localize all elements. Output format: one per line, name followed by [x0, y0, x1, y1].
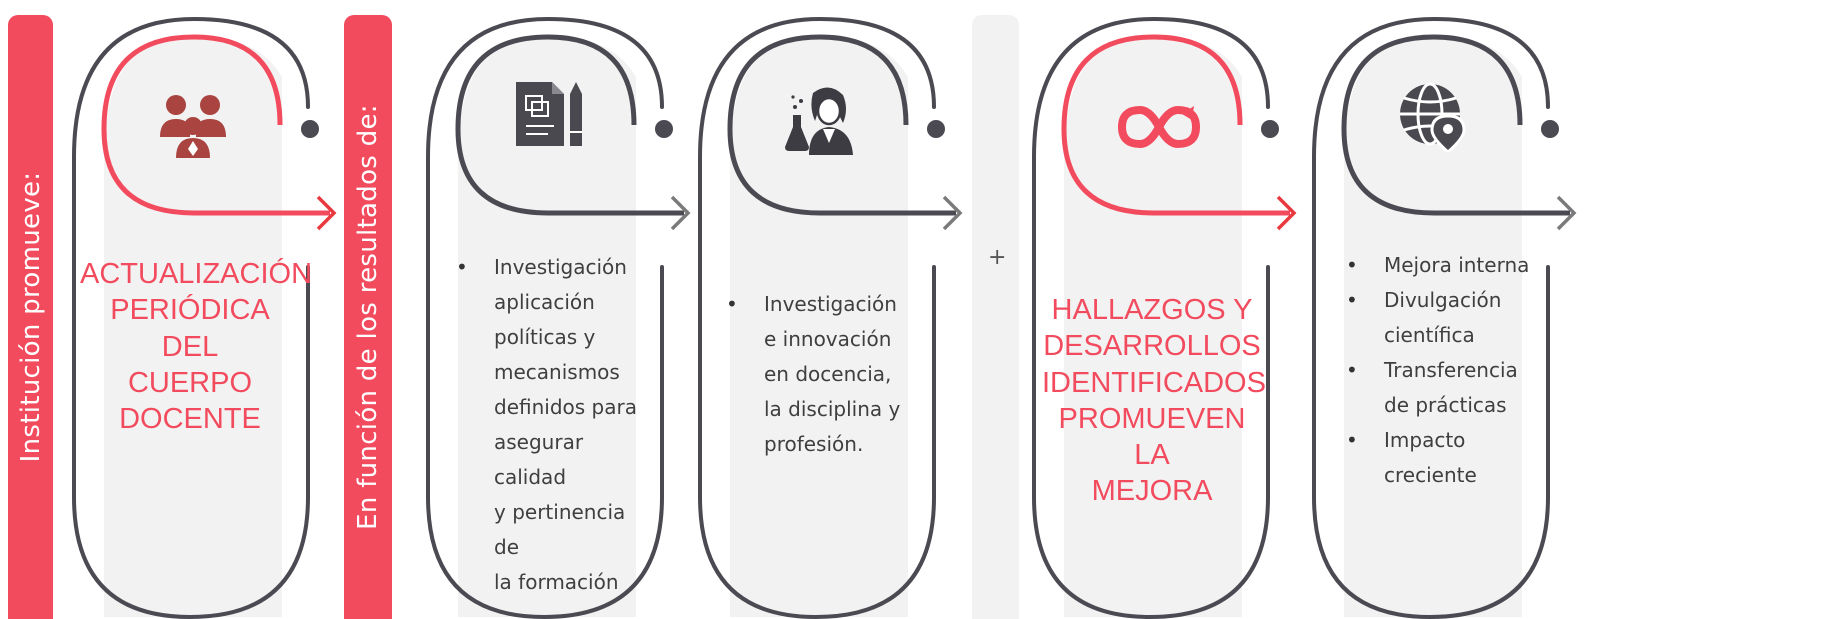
globe-pin-icon — [1398, 82, 1470, 156]
infinity-icon — [1117, 104, 1201, 154]
plus-sign: + — [988, 245, 1007, 270]
list-line: de prácticas — [1384, 393, 1507, 417]
pill-loop — [72, 16, 337, 619]
heading-line: MEJORA — [1091, 475, 1213, 508]
scientist-icon — [785, 85, 859, 159]
list-line: aplicación — [494, 290, 595, 314]
list-line: mecanismos — [494, 360, 620, 384]
heading-line: CUERPO DOCENTE — [119, 366, 261, 435]
promueve-label: Institución promueve: — [15, 171, 46, 463]
resultados-label: En función de los resultados de: — [353, 104, 383, 530]
heading-line: IDENTIFICADOS — [1042, 366, 1266, 399]
heading-line: HALLAZGOS Y — [1051, 294, 1253, 326]
pill-actualizacion — [72, 16, 342, 619]
list-line: e innovación — [764, 327, 892, 351]
hallazgos-heading: HALLAZGOS Y DESARROLLOS IDENTIFICADOS PR… — [1042, 292, 1266, 510]
list-line: Impacto — [1384, 428, 1466, 452]
heading-line: PERIÓDICA DEL — [110, 294, 270, 363]
list-item: Transferencia de prácticas — [1346, 353, 1556, 423]
list-item: Investigación aplicación políticas y mec… — [456, 250, 656, 600]
promueve-bar: Institución promueve: — [8, 15, 53, 619]
list-item: Mejora interna — [1346, 248, 1556, 283]
list-item: Impacto creciente — [1346, 423, 1556, 493]
list-line: Mejora interna — [1384, 253, 1530, 277]
list-line: y pertinencia de — [494, 500, 626, 559]
list-line: definidos para — [494, 395, 637, 419]
resultados-bar: En función de los resultados de: — [344, 15, 392, 619]
pill-loop — [1032, 16, 1297, 619]
document-pen-icon — [514, 80, 586, 154]
list-item: Investigación e innovación en docencia, … — [726, 287, 916, 462]
actualizacion-heading: ACTUALIZACIÓN PERIÓDICA DEL CUERPO DOCEN… — [80, 256, 313, 437]
list-line: Transferencia — [1384, 358, 1518, 382]
plus-bar: + — [972, 15, 1019, 619]
heading-line: ACTUALIZACIÓN — [80, 258, 313, 290]
list-line: en docencia, — [764, 362, 892, 386]
list-line: asegurar calidad — [494, 430, 584, 489]
mejora-list: Mejora interna Divulgación científica Tr… — [1346, 248, 1556, 493]
list-line: creciente — [1384, 463, 1477, 487]
pill-hallazgos — [1032, 16, 1302, 619]
team-icon — [158, 92, 228, 162]
list-line: Divulgación — [1384, 288, 1502, 312]
heading-line: PROMUEVEN LA — [1058, 402, 1246, 471]
list-item: Divulgación científica — [1346, 283, 1556, 353]
list-line: científica — [1384, 323, 1475, 347]
list-line: la disciplina y — [764, 397, 901, 421]
investigacion-list: Investigación aplicación políticas y mec… — [456, 250, 656, 600]
list-line: políticas y — [494, 325, 596, 349]
docencia-list: Investigación e innovación en docencia, … — [726, 287, 916, 462]
heading-line: DESARROLLOS — [1043, 330, 1261, 363]
list-line: la formación — [494, 570, 619, 594]
list-line: profesión. — [764, 432, 864, 456]
list-line: Investigación — [494, 255, 627, 279]
list-line: Investigación — [764, 292, 897, 316]
